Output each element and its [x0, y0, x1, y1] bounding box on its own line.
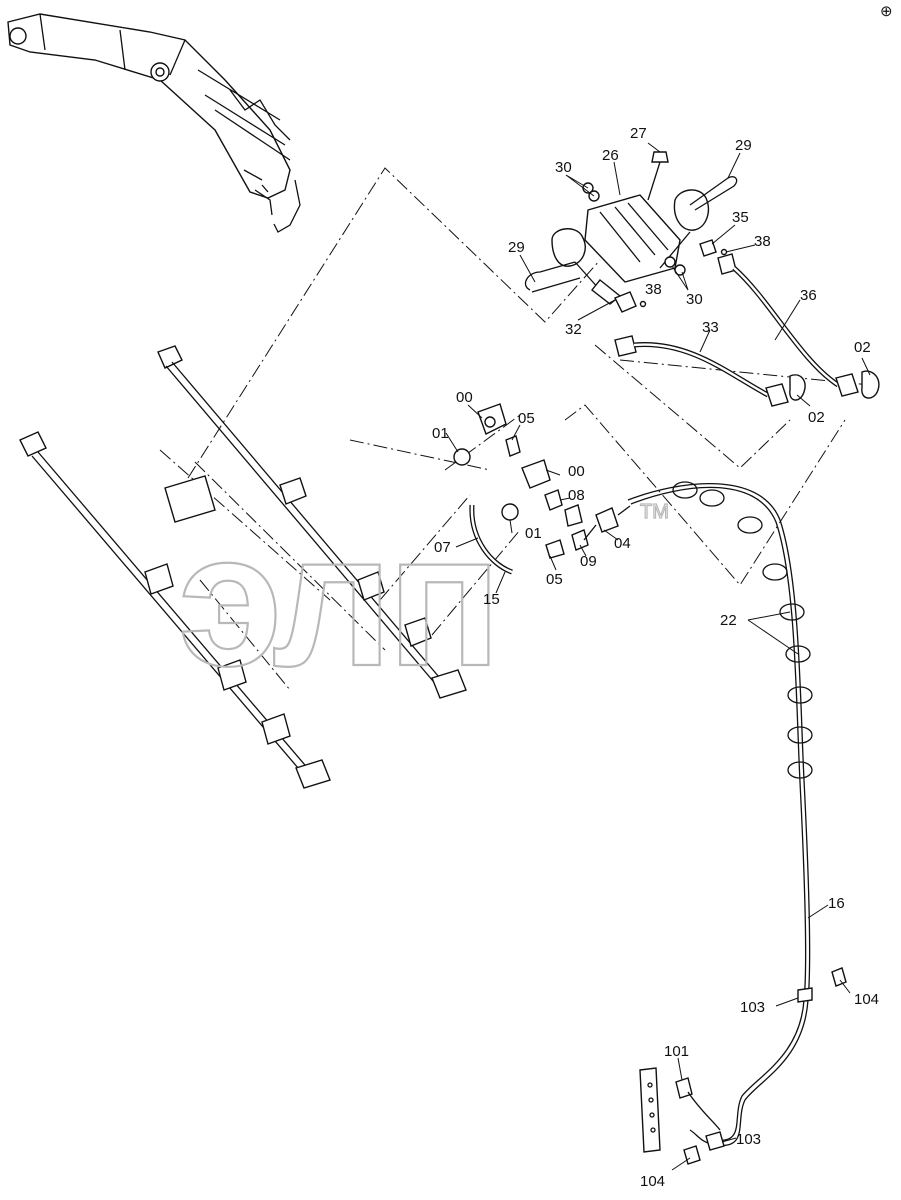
callout-01-lower: 01 — [525, 525, 542, 542]
mounting-plate — [639, 1067, 721, 1165]
callout-104-lower: 104 — [640, 1173, 665, 1190]
hose-07-15 — [469, 504, 631, 575]
callout-30-upper: 30 — [555, 159, 572, 176]
callout-26: 26 — [602, 147, 619, 164]
callout-35: 35 — [732, 209, 749, 226]
callout-33: 33 — [702, 319, 719, 336]
callout-29-lower: 29 — [508, 239, 525, 256]
callout-02-right: 02 — [854, 339, 871, 356]
hose-36 — [717, 253, 880, 399]
watermark-trademark: TM — [640, 501, 669, 523]
callout-05-lower: 05 — [546, 571, 563, 588]
callout-labels: 27 26 29 30 35 38 29 38 30 32 33 36 02 0… — [432, 125, 879, 1190]
callout-29-upper: 29 — [735, 137, 752, 154]
callout-38-lower: 38 — [645, 281, 662, 298]
callout-104-upper: 104 — [854, 991, 879, 1008]
callout-07: 07 — [434, 539, 451, 556]
bracket-assembly — [524, 151, 738, 313]
callout-36: 36 — [800, 287, 817, 304]
boom-pipe-lower — [19, 431, 331, 789]
callout-02-middle: 02 — [808, 409, 825, 426]
callout-103-upper: 103 — [740, 999, 765, 1016]
callout-32: 32 — [565, 321, 582, 338]
watermark-logo: элп — [178, 494, 496, 706]
callout-103-lower: 103 — [736, 1131, 761, 1148]
boom-pipe-upper — [157, 345, 467, 699]
callout-101: 101 — [664, 1043, 689, 1060]
construction-lines — [159, 167, 871, 691]
callout-05-upper: 05 — [518, 410, 535, 427]
boom-overview — [7, 13, 301, 233]
clamp-group-upper — [453, 403, 619, 559]
pipe-16 — [627, 481, 847, 1151]
callout-00-upper: 00 — [456, 389, 473, 406]
corner-mark: ⊕ — [880, 3, 893, 20]
callout-09: 09 — [580, 553, 597, 570]
callout-38-upper: 38 — [754, 233, 771, 250]
callout-22: 22 — [720, 612, 737, 629]
leader-lines — [445, 142, 871, 1171]
callout-16: 16 — [828, 895, 845, 912]
pipe-clamps-22 — [672, 481, 813, 779]
callout-08: 08 — [568, 487, 585, 504]
hose-33 — [614, 335, 806, 407]
callout-30-lower: 30 — [686, 291, 703, 308]
callout-00-lower: 00 — [568, 463, 585, 480]
callout-04: 04 — [614, 535, 631, 552]
watermark: элп TM — [177, 493, 670, 707]
callout-27: 27 — [630, 125, 647, 142]
callout-15: 15 — [483, 591, 500, 608]
callout-01-upper: 01 — [432, 425, 449, 442]
